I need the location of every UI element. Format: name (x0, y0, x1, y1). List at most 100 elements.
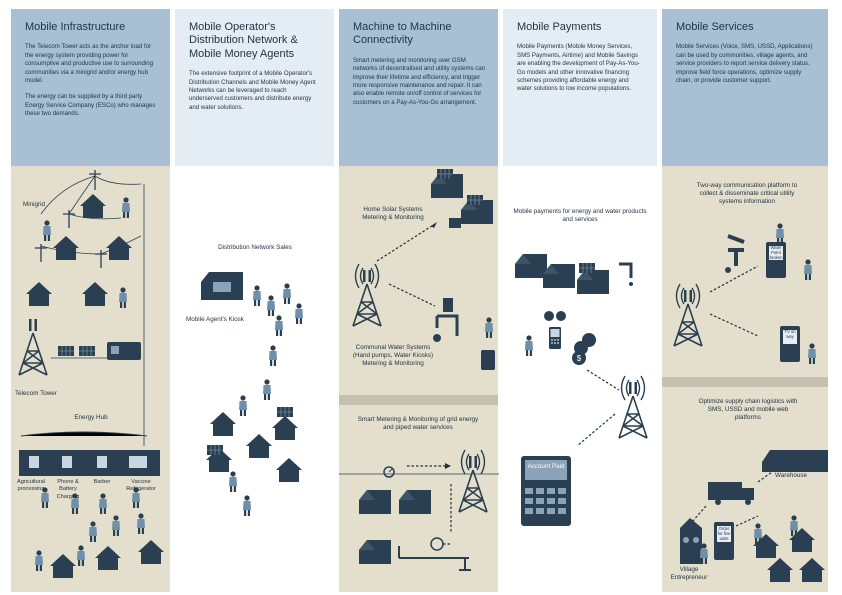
person-icon (776, 223, 784, 244)
person-icon (267, 295, 275, 316)
warehouse-label: Warehouse (775, 472, 807, 479)
house-icon (543, 264, 575, 288)
distribution-art (201, 272, 303, 516)
column-machine-to-machine: Machine to Machine Connectivity Smart me… (339, 9, 499, 592)
person-icon (99, 493, 107, 514)
solar-panel-icon (436, 168, 454, 180)
column-header: Mobile Payments Mobile Payments (Mobile … (503, 9, 657, 166)
hut-icon (246, 434, 272, 458)
column-mobile-infrastructure: Mobile Infrastructure The Telecom Tower … (11, 9, 170, 592)
distribution-sales-label: Distribution Network Sales (218, 244, 292, 251)
column-description: The extensive footprint of a Mobile Oper… (189, 70, 316, 111)
hut-icon (106, 236, 132, 260)
column-header: Machine to Machine Connectivity Smart me… (339, 9, 498, 166)
bulb-icon (556, 311, 566, 321)
hub-item-label: Agricultural processing (17, 479, 45, 493)
account-paid-screen-text: Account Paid (527, 463, 565, 470)
signal-link (376, 223, 436, 262)
house-icon (359, 490, 391, 514)
hut-icon (82, 282, 108, 306)
description-paragraph: The Telecom Tower acts as the anchor loa… (25, 43, 154, 85)
column-description: Mobile Services (Voice, SMS, USSD, Appli… (676, 43, 813, 85)
two-way-label: Two-way communication platform to collec… (696, 182, 798, 206)
meter-icon (383, 466, 395, 478)
village-shop-icon (680, 518, 702, 564)
column-title: Machine to Machine Connectivity (353, 21, 452, 47)
tap-icon (619, 262, 633, 278)
smart-metering-label: Smart Metering & Monitoring of grid ener… (357, 416, 479, 432)
telecom-tower-label: Telecom Tower (15, 390, 57, 397)
solar-panel-icon (78, 345, 96, 357)
person-icon (754, 523, 762, 544)
solar-panel-icon (57, 345, 75, 357)
solar-panel-icon (206, 444, 224, 456)
person-icon (122, 197, 130, 218)
hut-icon (272, 416, 298, 440)
section-separator (339, 395, 498, 405)
person-icon (43, 220, 51, 241)
column-description: Mobile Payments (Mobile Money Services, … (517, 43, 640, 93)
column-distribution-network: Mobile Operator's Distribution Network &… (175, 9, 334, 592)
minigrid-illustration (18, 170, 164, 578)
solar-panel-icon (578, 262, 596, 274)
person-icon (275, 315, 283, 336)
svg-text:$: $ (577, 354, 582, 363)
column-title: Mobile Payments (517, 21, 602, 33)
hut-icon (210, 412, 236, 436)
payments-illustration: $ Mobile payments for energy and water p… (503, 166, 657, 592)
pipe-icon (398, 546, 469, 559)
section-separator (662, 377, 828, 387)
hut-icon (95, 546, 121, 570)
solar-panel-icon (276, 406, 294, 418)
hut-icon (26, 282, 52, 306)
warehouse-icon (762, 450, 828, 472)
hut-icon (799, 558, 825, 582)
person-icon (77, 545, 85, 566)
person-icon (804, 259, 812, 280)
communal-water-label: Communal Water Systems (Hand pumps, Wate… (352, 344, 434, 368)
m2m-illustration: Home Solar Systems Metering & Monitoring… (339, 166, 499, 592)
column-title: Mobile Services (676, 21, 754, 33)
distribution-illustration: Distribution Network Sales Mobile Agent'… (175, 166, 334, 592)
water-meter-icon (430, 537, 444, 551)
drop-icon (544, 311, 554, 321)
person-icon (295, 303, 303, 324)
description-paragraph: The energy can be supplied by a third pa… (25, 93, 156, 118)
column-description: Smart metering and monitoring over GSM n… (353, 56, 486, 106)
column-mobile-services: Mobile Services Mobile Services (Voice, … (662, 9, 828, 592)
hub-item-label: Barber (93, 479, 111, 485)
village-entrepreneur-label: Village Entrepreneur (670, 566, 708, 582)
telecom-tower-icon (618, 381, 648, 439)
telecom-tower-icon (18, 318, 48, 376)
person-icon (525, 335, 533, 356)
column-header: Mobile Infrastructure The Telecom Tower … (11, 9, 170, 166)
person-icon (269, 345, 277, 366)
pole-icon (35, 244, 47, 262)
person-icon (35, 550, 43, 571)
supply-chain-label: Optimize supply chain logistics with SMS… (698, 398, 798, 422)
hut-icon (138, 540, 164, 564)
energy-hub-label: Energy Hub (74, 414, 108, 421)
order-message: Order for five units (717, 526, 731, 541)
person-icon (112, 515, 120, 536)
column-header: Mobile Services Mobile Services (Voice, … (662, 9, 828, 166)
payments-art: $ (515, 254, 648, 526)
house-icon (577, 270, 609, 294)
house-icon (399, 490, 431, 514)
minigrid-label: Minigrid (23, 201, 46, 208)
person-icon (229, 471, 237, 492)
signal-link (388, 283, 436, 307)
telecom-tower-icon (352, 269, 382, 327)
hut-icon (80, 194, 106, 218)
meter-icon (443, 298, 453, 312)
column-title: Mobile Infrastructure (25, 21, 126, 33)
person-icon (89, 521, 97, 542)
pole-icon (95, 250, 107, 268)
person-icon (790, 515, 798, 536)
column-mobile-payments: Mobile Payments Mobile Payments (Mobile … (503, 9, 657, 592)
agent-kiosk-label: Mobile Agent's Kiosk (186, 316, 244, 323)
person-icon (253, 285, 261, 306)
pole-icon (63, 210, 75, 228)
hut-icon (53, 236, 79, 260)
hut-icon (276, 458, 302, 482)
